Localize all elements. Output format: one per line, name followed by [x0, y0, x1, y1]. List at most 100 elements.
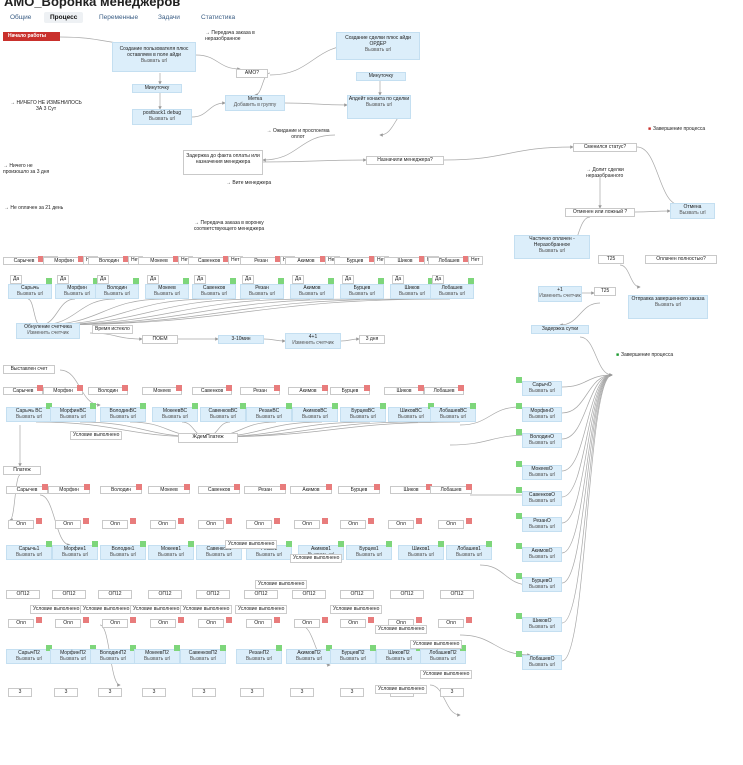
no-port-9[interactable]: [463, 256, 469, 262]
op-node-5[interactable]: Опл: [246, 520, 272, 529]
vs-question-8[interactable]: Шиков: [384, 387, 424, 395]
op12-node-6[interactable]: ОП12: [292, 590, 326, 599]
vs-no-port-2[interactable]: [122, 385, 128, 391]
wait-prolong-node[interactable]: → Ожидание и проспонгма оплот: [266, 128, 330, 140]
no-port-7[interactable]: [369, 256, 375, 262]
t25-node[interactable]: Т25: [594, 287, 616, 296]
manager-assigned-question-node[interactable]: Назначили менеджера?: [366, 156, 444, 165]
yes-port-3[interactable]: [183, 278, 189, 284]
p1-port-2[interactable]: [140, 541, 146, 547]
p-no-port-2[interactable]: [136, 484, 142, 490]
three-node-1[interactable]: 3: [54, 688, 78, 697]
p-question-7[interactable]: Бурцев: [338, 486, 380, 494]
start-badge[interactable]: Начало работы: [3, 32, 60, 41]
p-no-port-5[interactable]: [280, 484, 286, 490]
op-node-6[interactable]: Опл: [294, 520, 320, 529]
op12-node-1[interactable]: ОП12: [52, 590, 86, 599]
op2-port-7[interactable]: [368, 617, 374, 623]
yes-port-1[interactable]: [93, 278, 99, 284]
vs-yes-port-4[interactable]: [240, 403, 246, 409]
p1-port-3[interactable]: [188, 541, 194, 547]
vs-question-9[interactable]: Лобашев: [424, 387, 464, 395]
vs-yes-port-8[interactable]: [428, 403, 434, 409]
yes-port-9[interactable]: [468, 278, 474, 284]
p1-port-8[interactable]: [438, 541, 444, 547]
p-no-port-8[interactable]: [426, 484, 432, 490]
vs-yes-port-2[interactable]: [140, 403, 146, 409]
op12-node-9[interactable]: ОП12: [440, 590, 474, 599]
p2-port-2[interactable]: [130, 645, 136, 651]
update-contact-node[interactable]: Апдейт конакта по сделки Вызвать url: [347, 95, 411, 119]
p1-port-5[interactable]: [286, 541, 292, 547]
paid-full-question-node[interactable]: Оплачен полностью?: [645, 255, 717, 264]
op-node-1[interactable]: Опл: [55, 520, 81, 529]
deal-unsorted-node[interactable]: → Долит сделки неразобранного: [586, 167, 624, 179]
op2-port-3[interactable]: [178, 617, 184, 623]
amo-question-node[interactable]: АМО?: [236, 69, 268, 78]
tab-statistics[interactable]: Статистика: [201, 14, 236, 21]
op12-node-0[interactable]: ОП12: [6, 590, 40, 599]
partial-paid-node[interactable]: Частично оплачен - Неразобранное Вызвать…: [514, 235, 590, 259]
vs-yes-port-6[interactable]: [332, 403, 338, 409]
vs-question-6[interactable]: Акимов: [288, 387, 328, 395]
yes-port-2[interactable]: [133, 278, 139, 284]
minute-node-2[interactable]: Минуточку: [356, 72, 406, 81]
vs-no-port-3[interactable]: [176, 385, 182, 391]
vs-no-port-5[interactable]: [274, 385, 280, 391]
p1-port-0[interactable]: [46, 541, 52, 547]
yes-port-0[interactable]: [46, 278, 52, 284]
t2-node[interactable]: Т25: [598, 255, 624, 264]
p2-port-3[interactable]: [174, 645, 180, 651]
vs-yes-port-3[interactable]: [192, 403, 198, 409]
three-days-node[interactable]: 3 дня: [359, 335, 385, 344]
transfer-unsorted-node[interactable]: → Передача заказа в неразобранное: [205, 30, 255, 42]
p-question-2[interactable]: Володин: [100, 486, 142, 494]
vs-no-port-7[interactable]: [364, 385, 370, 391]
postback-node[interactable]: postback1 debug Вызвать url: [132, 109, 192, 125]
op2-port-1[interactable]: [83, 617, 89, 623]
vs-yes-port-1[interactable]: [90, 403, 96, 409]
op-port-2[interactable]: [130, 518, 136, 524]
p-no-port-3[interactable]: [184, 484, 190, 490]
end-process-node-2[interactable]: ■Завершение процесса: [616, 352, 674, 358]
op2-port-5[interactable]: [274, 617, 280, 623]
vs-question-3[interactable]: Мокеев: [142, 387, 182, 395]
yes-port-8[interactable]: [428, 278, 434, 284]
tab-tasks[interactable]: Задачи: [158, 14, 180, 21]
vs-yes-port-7[interactable]: [380, 403, 386, 409]
op-port-4[interactable]: [226, 518, 232, 524]
vs-yes-port-9[interactable]: [470, 403, 476, 409]
op-port-1[interactable]: [83, 518, 89, 524]
process-canvas[interactable]: Начало работы Создание пользователя плюс…: [0, 25, 743, 765]
tab-general[interactable]: Общие: [10, 14, 32, 21]
p-no-port-4[interactable]: [234, 484, 240, 490]
yes-port-7[interactable]: [378, 278, 384, 284]
no-port-2[interactable]: [123, 256, 129, 262]
p-question-0[interactable]: Сарычев: [6, 486, 48, 494]
delay-day-node[interactable]: Задержка сутки: [531, 325, 589, 334]
p-no-port-1[interactable]: [84, 484, 90, 490]
p1-port-9[interactable]: [486, 541, 492, 547]
op2-node-0[interactable]: Опл: [8, 619, 34, 628]
vs-no-port-0[interactable]: [37, 385, 43, 391]
no-port-0[interactable]: [38, 256, 44, 262]
right-port-1[interactable]: [516, 403, 522, 409]
